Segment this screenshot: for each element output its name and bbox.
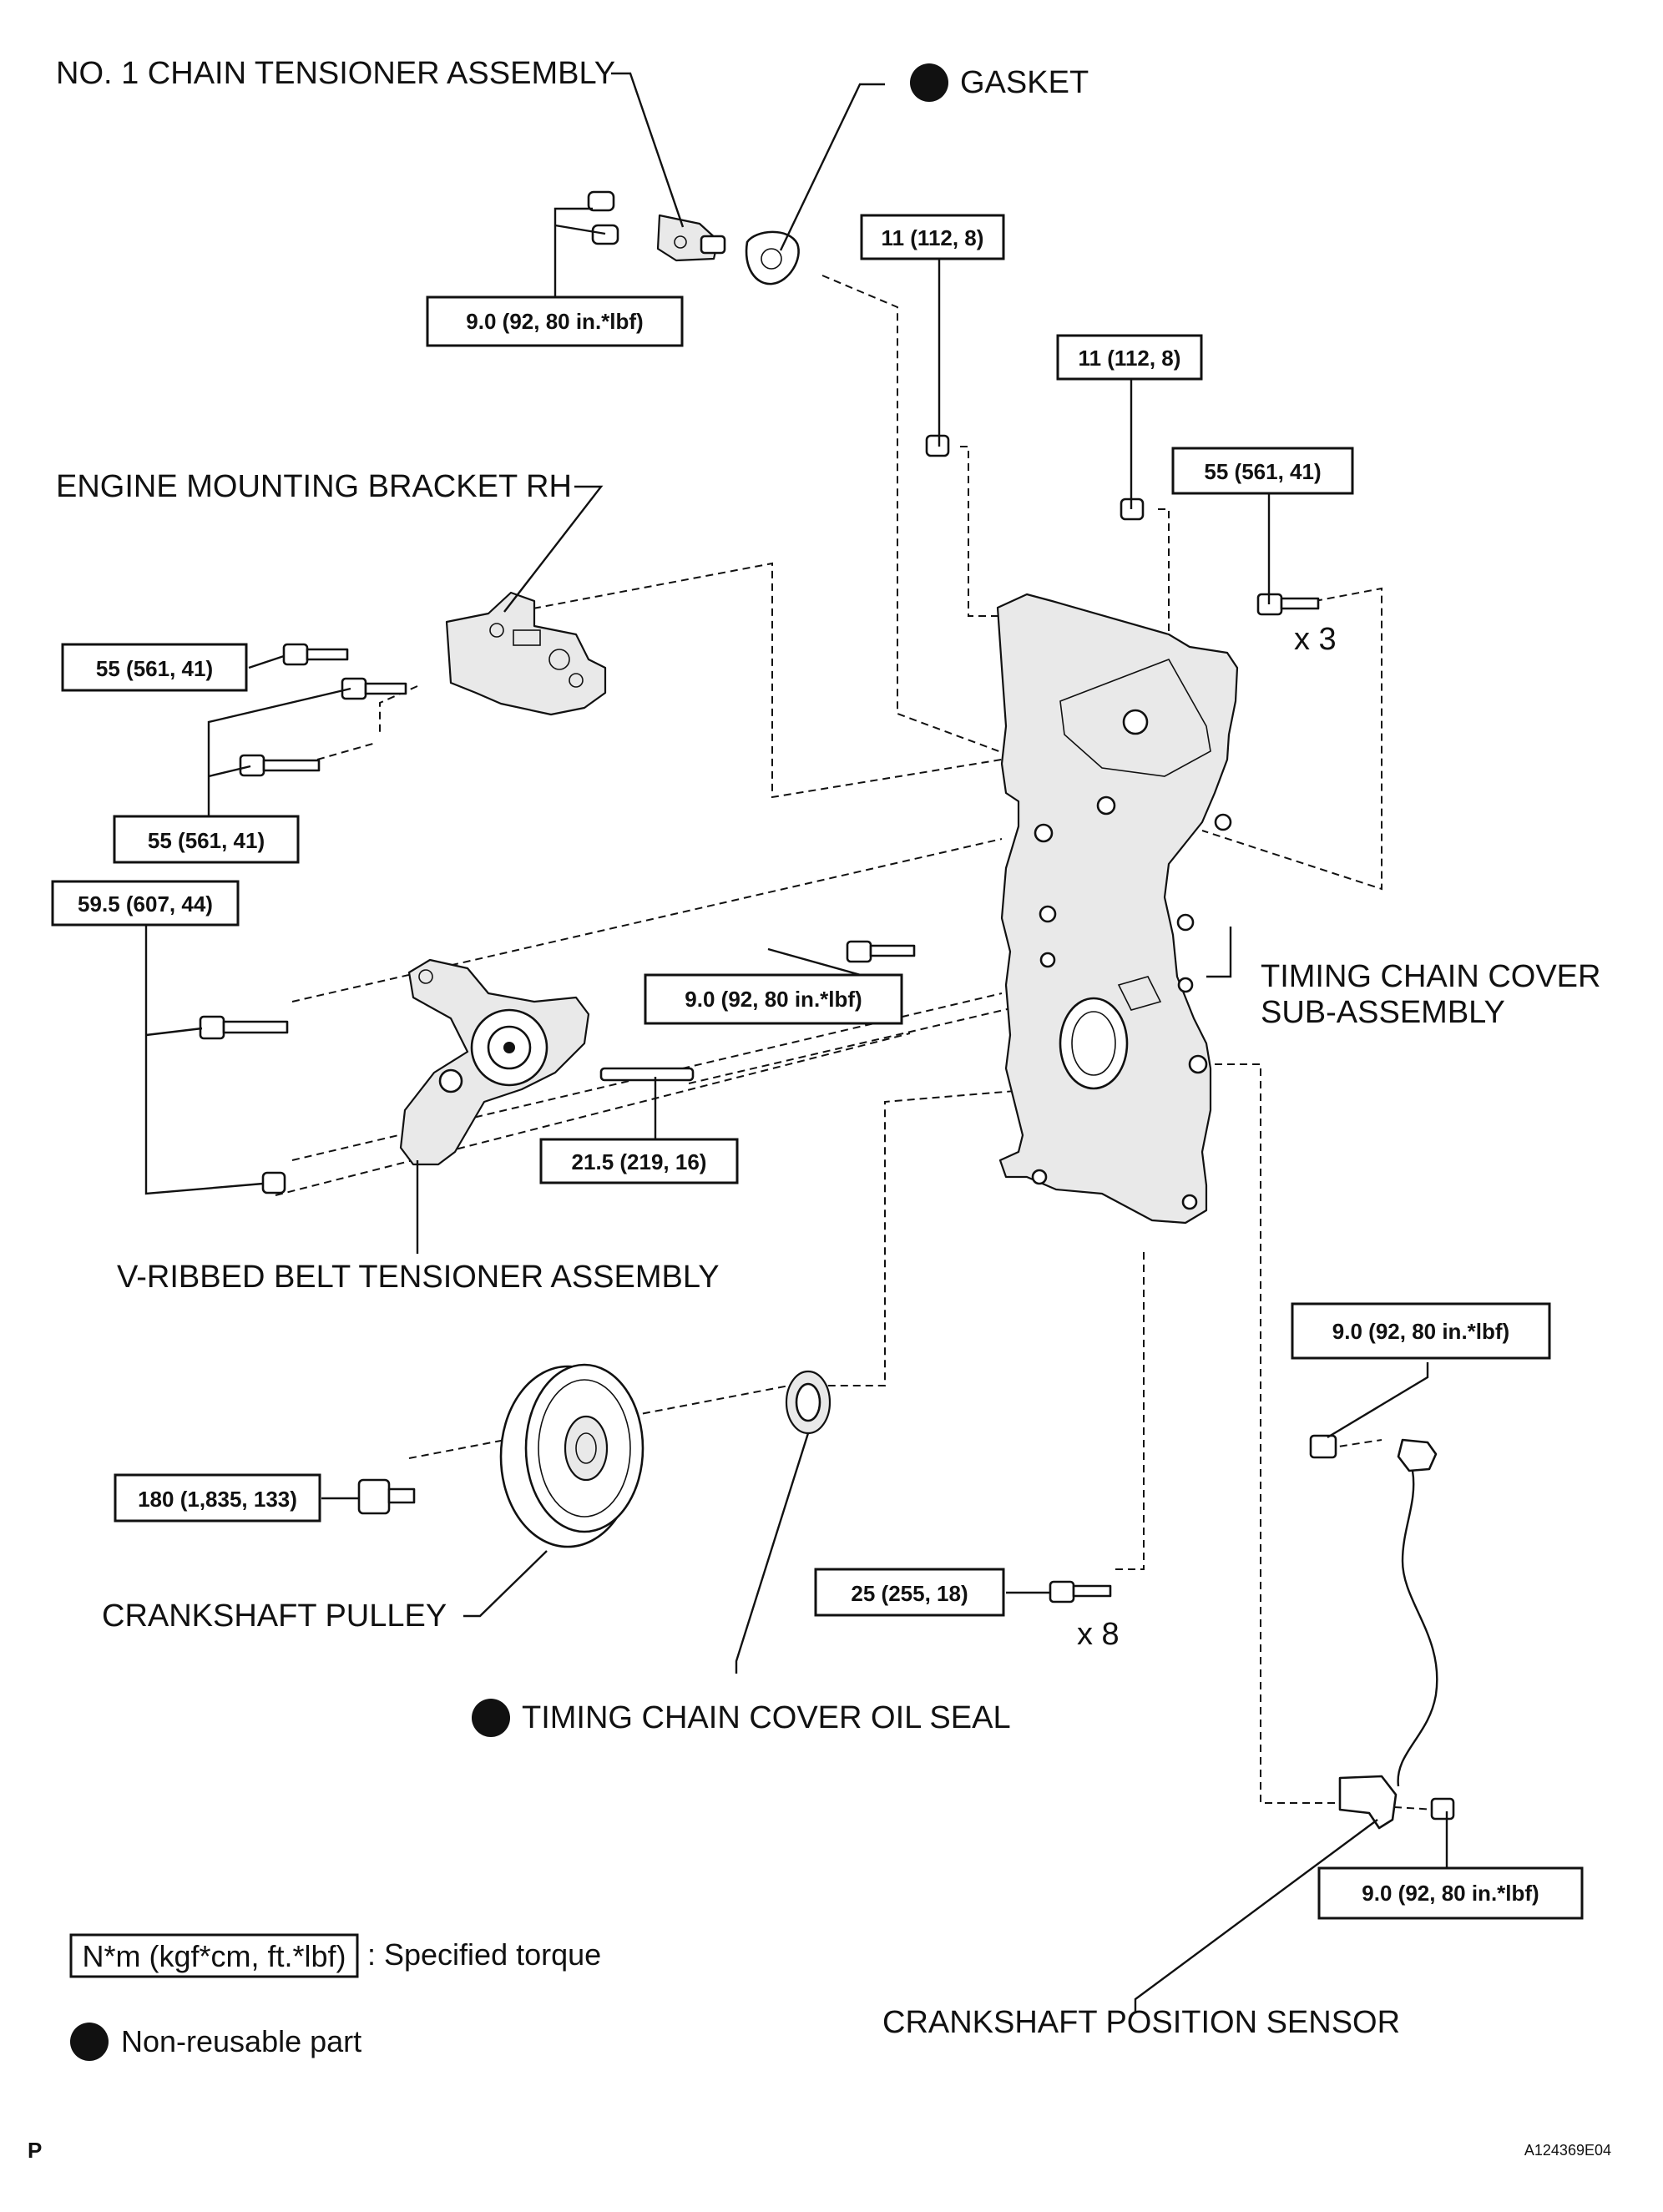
label-crank-pulley: CRANKSHAFT PULLEY [102, 1598, 447, 1634]
engine-mounting-bracket-part [445, 591, 607, 716]
torque-cover-bolts-lower: 25 (255, 18) [851, 1581, 968, 1606]
torque-box-pulley [114, 1473, 321, 1523]
torque-bracket-bolt-upper: 55 (561, 41) [96, 656, 213, 681]
torque-belt-tensioner-bolt: 59.5 (607, 44) [78, 891, 213, 917]
non-reusable-marker-gasket [910, 63, 948, 102]
crankshaft-pulley-part [499, 1363, 644, 1548]
torque-box-bracket-upper [61, 643, 248, 692]
torque-cover-nut-2: 11 (112, 8) [1079, 346, 1181, 371]
oil-seal-part [785, 1370, 832, 1435]
non-reusable-marker-oil-seal [472, 1699, 510, 1737]
torque-bracket-bolts-lower: 55 (561, 41) [148, 828, 265, 853]
part-labels: NO. 1 CHAIN TENSIONER ASSEMBLY GASKET EN… [56, 56, 1600, 2040]
cover-bolts-lower-part [1049, 1580, 1112, 1603]
label-belt-tensioner: V-RIBBED BELT TENSIONER ASSEMBLY [117, 1260, 720, 1295]
torque-box-cover-lower [814, 1568, 1005, 1617]
torque-box-sensor-upper [1291, 1302, 1551, 1360]
torque-box-belt-tensioner [51, 880, 240, 927]
torque-chain-tensioner-bolts: 9.0 (92, 80 in.*lbf) [466, 309, 643, 334]
torque-box-sensor-lower [1317, 1866, 1584, 1920]
belt-tensioner-part [399, 958, 590, 1166]
torque-cover-bolts-top: 55 (561, 41) [1204, 459, 1321, 484]
label-oil-seal: TIMING CHAIN COVER OIL SEAL [522, 1700, 1011, 1735]
bracket-bolts-parts [239, 643, 407, 777]
label-gasket: GASKET [960, 65, 1089, 100]
label-chain-tensioner: NO. 1 CHAIN TENSIONER ASSEMBLY [56, 56, 615, 91]
multiplier-lower-bolts: x 8 [1077, 1617, 1120, 1652]
torque-stud: 21.5 (219, 16) [572, 1149, 707, 1174]
torque-box-cover-nut-1 [860, 214, 1005, 260]
timing-chain-cover-part [996, 593, 1239, 1225]
torque-cover-nut-1: 11 (112, 8) [882, 225, 984, 250]
cover-bolt-mid-part [846, 940, 916, 963]
chain-tensioner-part [587, 190, 726, 262]
leader-lines [144, 72, 1448, 2012]
cover-bolt-top-part [1256, 593, 1320, 616]
label-crank-sensor: CRANKSHAFT POSITION SENSOR [882, 2005, 1400, 2040]
torque-box-chain-tensioner [426, 295, 684, 347]
torque-sensor-bolt-lower: 9.0 (92, 80 in.*lbf) [1362, 1881, 1539, 1906]
tensioner-fasteners-parts [199, 1015, 695, 1194]
torque-sensor-bolt-upper: 9.0 (92, 80 in.*lbf) [1332, 1319, 1509, 1344]
legend-torque-box-text: N*m (kgf*cm, ft.*lbf) [82, 1939, 346, 1973]
label-timing-cover-line2: SUB-ASSEMBLY [1261, 995, 1505, 1030]
crank-sensor-part [1309, 1434, 1455, 1830]
pulley-bolt-part [357, 1478, 416, 1515]
legend: N*m (kgf*cm, ft.*lbf) : Specified torque… [69, 1933, 601, 2061]
torque-box-cover-nut-2 [1056, 334, 1203, 381]
torque-box-cover-mid [644, 973, 903, 1025]
page-prefix: P [28, 2138, 42, 2163]
label-mounting-bracket: ENGINE MOUNTING BRACKET RH [56, 469, 572, 504]
torque-box-bracket-lower [113, 815, 300, 864]
legend-non-reusable-desc: Non-reusable part [121, 2024, 361, 2058]
torque-pulley-bolt: 180 (1,835, 133) [138, 1487, 297, 1512]
multiplier-top-bolts: x 3 [1294, 622, 1337, 657]
cover-nut-1-part [925, 434, 950, 457]
legend-torque-desc: : Specified torque [367, 1937, 601, 1972]
torque-boxes: 9.0 (92, 80 in.*lbf) 11 (112, 8) 11 (112… [51, 214, 1584, 1920]
torque-box-stud [539, 1138, 739, 1184]
gasket-part [745, 230, 800, 285]
legend-non-reusable-marker [70, 2023, 109, 2061]
torque-box-cover-bolts-top [1171, 447, 1354, 495]
label-timing-cover-line1: TIMING CHAIN COVER [1261, 959, 1600, 994]
torque-cover-bolt-mid: 9.0 (92, 80 in.*lbf) [685, 987, 862, 1012]
legend-torque-box [69, 1933, 359, 1978]
figure-id: A124369E04 [1524, 2142, 1611, 2159]
